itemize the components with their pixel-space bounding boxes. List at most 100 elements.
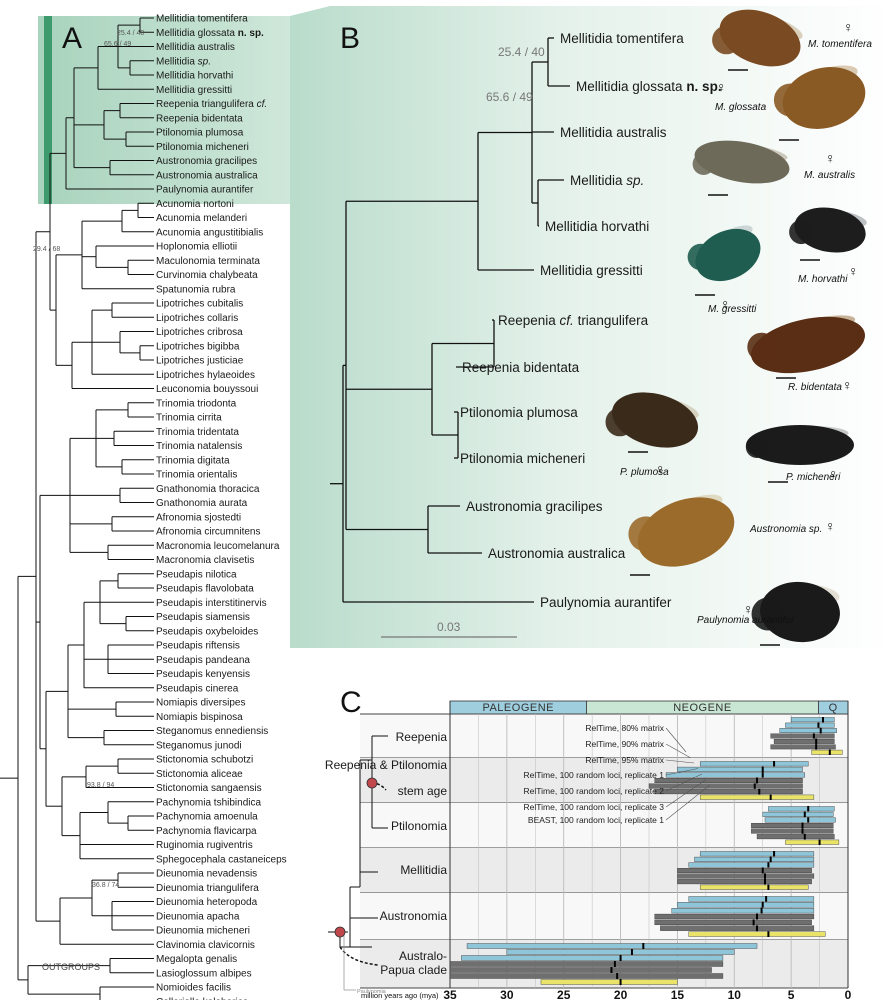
bee-photo: P. micheneri♀ bbox=[745, 425, 854, 483]
taxon-label: Cellariella kalaharica bbox=[156, 997, 249, 1000]
taxon-label: Paulynomia aurantifer bbox=[156, 185, 254, 196]
panel-b-label: B bbox=[340, 22, 360, 55]
taxon-label: Afronomia circumnitens bbox=[156, 527, 260, 538]
taxon-label: Trinomia orientalis bbox=[156, 470, 237, 481]
age-interval bbox=[768, 806, 835, 812]
taxon-label: Trinomia cirrita bbox=[156, 413, 222, 424]
taxon-label: Austronomia gracilipes bbox=[156, 156, 257, 167]
panel-a-support-3: 29.4 / 68 bbox=[33, 246, 60, 253]
legend-entry: RelTime, 100 random loci, replicate 1 bbox=[524, 770, 665, 780]
age-interval bbox=[654, 789, 803, 795]
bee-photos: M. tomentifera♀M. glossata♀M. australis♀… bbox=[605, 9, 872, 646]
taxon-label: Pachynomia flavicarpa bbox=[156, 826, 257, 837]
panel-a-support-5: 36.8 / 74 bbox=[92, 882, 119, 889]
taxon-label: Nomiapis diversipes bbox=[156, 698, 245, 709]
taxon-label: Austronomia australica bbox=[156, 170, 258, 181]
panel-b-scale-label: 0.03 bbox=[437, 620, 461, 634]
age-interval bbox=[751, 823, 834, 828]
taxon-label: Spatunomia rubra bbox=[156, 284, 236, 295]
taxon-label: Dieunomia triangulifera bbox=[156, 883, 259, 894]
age-interval bbox=[506, 949, 735, 955]
panel-a-highlight-bar bbox=[44, 16, 52, 204]
taxon-label: Mellitidia horvathi bbox=[156, 71, 233, 82]
taxon-label: Curvinomia chalybeata bbox=[156, 270, 258, 281]
taxon-label: Ptilonomia plumosa bbox=[460, 405, 578, 420]
taxon-label: Stictonomia aliceae bbox=[156, 769, 243, 780]
panel-a-label: A bbox=[62, 22, 82, 55]
taxon-label: Lipotriches justiciae bbox=[156, 356, 244, 367]
taxon-label: Pseudapis flavolobata bbox=[156, 584, 254, 595]
legend-entry: RelTime, 100 random loci, replicate 3 bbox=[524, 802, 665, 812]
taxon-label: Trinomia digitata bbox=[156, 455, 230, 466]
panel-a-highlight bbox=[38, 16, 290, 204]
axis-tick-label: 25 bbox=[557, 988, 571, 1000]
bee-photo: M. tomentifera♀ bbox=[712, 9, 872, 71]
panel-a-support-1: 25.4 / 40 bbox=[117, 30, 144, 37]
taxon-label: Reepenia bidentata bbox=[462, 360, 580, 375]
age-interval bbox=[648, 783, 803, 789]
age-interval bbox=[785, 839, 840, 845]
age-interval bbox=[764, 817, 836, 823]
bee-photo: Austronomia sp.♀ bbox=[628, 494, 836, 576]
age-interval bbox=[688, 862, 815, 868]
taxon-label: Nomiapis bispinosa bbox=[156, 712, 243, 723]
axis-tick-label: 5 bbox=[788, 988, 795, 1000]
taxon-label: Stictonomia schubotzi bbox=[156, 755, 253, 766]
bee-caption: M. glossata bbox=[715, 102, 767, 113]
taxon-label: Lipotriches hylaeoides bbox=[156, 370, 255, 381]
age-interval bbox=[466, 943, 758, 949]
bee-photo: M. horvathi♀ bbox=[789, 207, 867, 285]
era-label-q: Q bbox=[829, 702, 838, 714]
taxon-label: Acunomia angustitibialis bbox=[156, 227, 263, 238]
stem-node-marker bbox=[366, 777, 378, 789]
bee-caption: M. australis bbox=[804, 170, 855, 181]
taxon-label: Pseudapis riftensis bbox=[156, 641, 240, 652]
axis-tick-label: 20 bbox=[614, 988, 628, 1000]
taxon-label: Dieunomia micheneri bbox=[156, 926, 250, 937]
female-symbol: ♀ bbox=[848, 263, 859, 279]
taxon-label: Pseudapis nilotica bbox=[156, 569, 237, 580]
taxon-label: Mellitidia sp. bbox=[156, 56, 211, 67]
age-interval bbox=[699, 851, 815, 857]
taxon-label: Mellitidia tomentifera bbox=[560, 31, 684, 46]
clade-label-mellitidia: Mellitidia bbox=[400, 863, 447, 877]
taxon-label: Mellitidia australis bbox=[560, 125, 667, 140]
bee-caption: R. bidentata bbox=[788, 382, 842, 393]
taxon-label: Stictonomia sangaensis bbox=[156, 783, 262, 794]
taxon-label: Pseudapis kenyensis bbox=[156, 669, 250, 680]
age-interval bbox=[688, 896, 815, 902]
taxon-label: Austronomia gracilipes bbox=[466, 499, 603, 514]
taxon-label: Leuconomia bouyssoui bbox=[156, 384, 258, 395]
age-interval bbox=[779, 728, 837, 733]
taxon-label: Lipotriches collaris bbox=[156, 313, 238, 324]
age-interval bbox=[756, 834, 835, 840]
taxon-label: Lasioglossum albipes bbox=[156, 968, 252, 979]
axis-tick-label: 10 bbox=[728, 988, 742, 1000]
outgroups-label: OUTGROUPS bbox=[42, 962, 100, 972]
age-interval bbox=[461, 955, 724, 961]
taxon-label: Macronomia leucomelanura bbox=[156, 541, 280, 552]
taxon-label: Lipotriches cubitalis bbox=[156, 299, 243, 310]
taxon-label: Gnathonomia aurata bbox=[156, 498, 248, 509]
age-interval bbox=[773, 739, 835, 744]
bee-caption: P. micheneri bbox=[786, 472, 841, 483]
taxon-label: Trinomia natalensis bbox=[156, 441, 242, 452]
age-interval bbox=[688, 931, 826, 937]
legend-entry: RelTime, 100 random loci, replicate 2 bbox=[524, 786, 665, 796]
age-interval bbox=[785, 722, 835, 728]
taxon-label: Maculonomia terminata bbox=[156, 256, 260, 267]
panel-b-tree bbox=[330, 37, 570, 603]
bee-caption: P. plumosa bbox=[620, 467, 669, 478]
legend-entry: RelTime, 95% matrix bbox=[585, 755, 664, 765]
panel-b-support-2: 65.6 / 49 bbox=[486, 90, 533, 104]
taxon-label: Pseudapis siamensis bbox=[156, 612, 250, 623]
era-label-paleogene: PALEOGENE bbox=[482, 702, 554, 714]
bee-photo: R. bidentata♀ bbox=[747, 315, 865, 393]
axis-tick-label: 30 bbox=[500, 988, 514, 1000]
clade-label-stem-age: stem age bbox=[398, 784, 448, 798]
bee-caption: M. horvathi bbox=[798, 274, 848, 285]
age-interval bbox=[677, 902, 815, 908]
age-interval bbox=[449, 967, 712, 973]
